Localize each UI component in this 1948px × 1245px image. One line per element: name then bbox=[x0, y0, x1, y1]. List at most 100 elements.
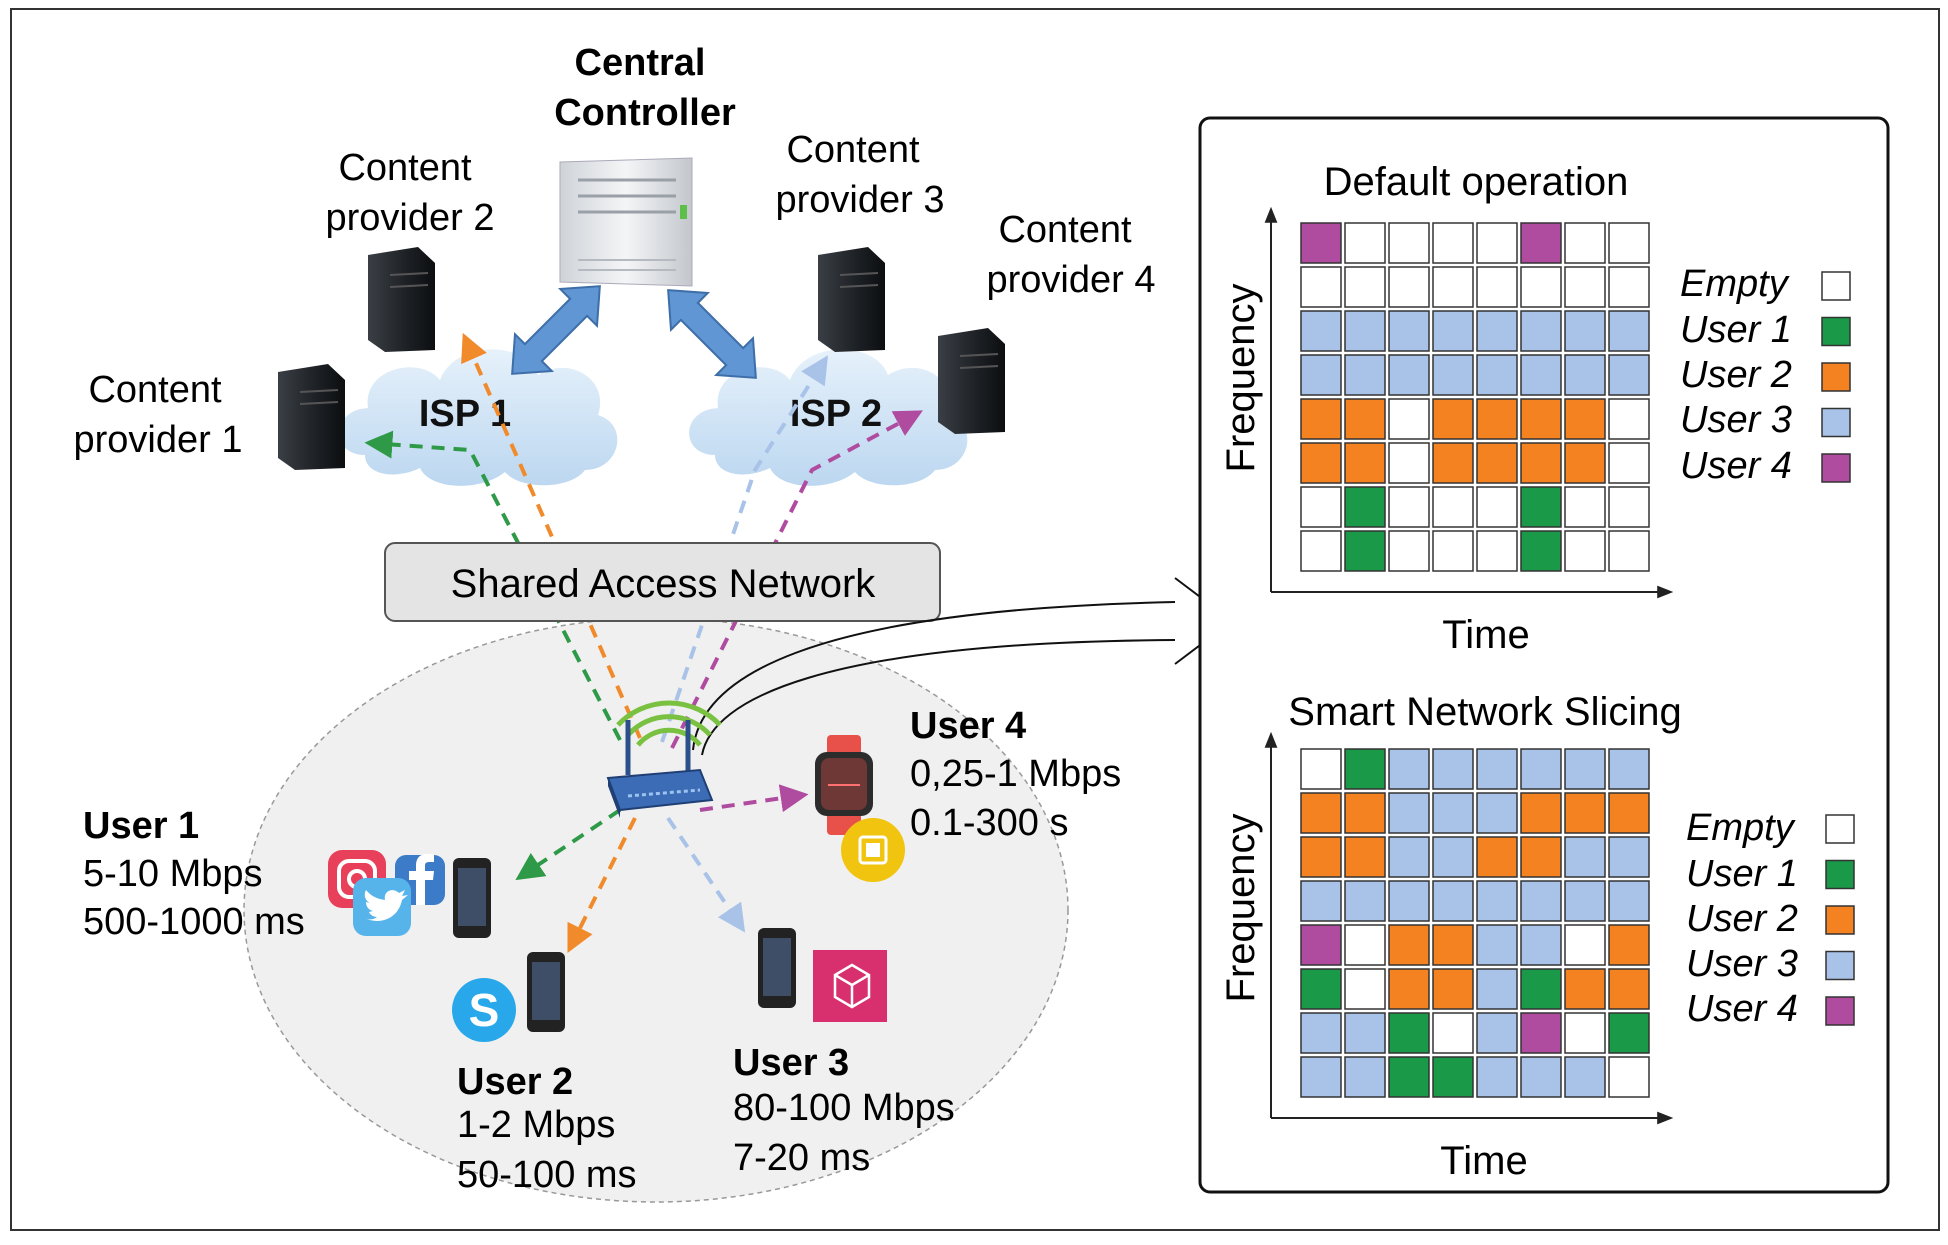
slot-user3 bbox=[1388, 836, 1430, 878]
panel1-legend-user1-label: User 1 bbox=[1680, 309, 1792, 351]
slot-empty bbox=[1432, 1012, 1474, 1054]
slot-user2 bbox=[1564, 968, 1606, 1010]
slot-user3 bbox=[1300, 310, 1342, 352]
user1-rate: 5-10 Mbps bbox=[83, 853, 263, 895]
controller-title-line1: Central bbox=[575, 42, 706, 84]
user1-name: User 1 bbox=[83, 805, 199, 847]
slot-user3 bbox=[1388, 310, 1430, 352]
slot-user3 bbox=[1520, 354, 1562, 396]
slot-empty bbox=[1344, 266, 1386, 308]
slot-empty bbox=[1608, 398, 1650, 440]
user4-rate: 0,25-1 Mbps bbox=[910, 753, 1121, 795]
user3-rate: 80-100 Mbps bbox=[733, 1087, 955, 1129]
slot-empty bbox=[1476, 266, 1518, 308]
user3-smartphone-icon bbox=[758, 928, 796, 1008]
slot-user1 bbox=[1520, 486, 1562, 528]
panel1-title: Default operation bbox=[1324, 160, 1629, 204]
slot-user4 bbox=[1520, 1012, 1562, 1054]
slot-user3 bbox=[1300, 1012, 1342, 1054]
slot-user2 bbox=[1300, 398, 1342, 440]
slot-user3 bbox=[1476, 354, 1518, 396]
legend-swatch-user1 bbox=[1821, 316, 1851, 347]
router-to-panel-arrow-inner bbox=[701, 639, 1176, 756]
content-provider-2-line2: provider 2 bbox=[326, 197, 495, 239]
slot-user2 bbox=[1432, 968, 1474, 1010]
slot-user4 bbox=[1520, 222, 1562, 264]
slot-empty bbox=[1432, 530, 1474, 572]
legend-swatch-user2 bbox=[1821, 362, 1851, 392]
slot-user2 bbox=[1344, 398, 1386, 440]
central-controller-server-icon bbox=[559, 157, 693, 287]
user1-latency: 500-1000 ms bbox=[83, 901, 305, 943]
slot-user3 bbox=[1520, 748, 1562, 790]
outer-frame bbox=[10, 8, 1940, 1231]
slot-user3 bbox=[1388, 880, 1430, 922]
user4-latency: 0.1-300 s bbox=[910, 802, 1068, 844]
slot-user3 bbox=[1476, 1056, 1518, 1098]
slot-user2 bbox=[1388, 924, 1430, 966]
slot-user3 bbox=[1520, 880, 1562, 922]
slot-user3 bbox=[1564, 880, 1606, 922]
slot-user3 bbox=[1520, 1056, 1562, 1098]
user2-rate: 1-2 Mbps bbox=[457, 1104, 615, 1146]
slot-user3 bbox=[1476, 880, 1518, 922]
user1-smartphone-icon bbox=[453, 858, 491, 938]
slot-empty bbox=[1608, 530, 1650, 572]
slot-user2 bbox=[1608, 924, 1650, 966]
slot-empty bbox=[1564, 266, 1606, 308]
isp1-cloud-icon bbox=[339, 349, 618, 486]
slot-user3 bbox=[1432, 836, 1474, 878]
panel2-legend-user1-label: User 1 bbox=[1686, 853, 1798, 895]
shared-access-network-label: Shared Access Network bbox=[451, 562, 877, 606]
panel2-grid bbox=[1300, 748, 1650, 1098]
slot-user2 bbox=[1432, 398, 1474, 440]
slot-user2 bbox=[1564, 792, 1606, 834]
slot-empty bbox=[1344, 924, 1386, 966]
slot-user3 bbox=[1564, 1056, 1606, 1098]
slot-empty bbox=[1608, 222, 1650, 264]
slot-user2 bbox=[1520, 836, 1562, 878]
slot-user2 bbox=[1520, 792, 1562, 834]
content-provider-2-line1: Content bbox=[338, 147, 472, 189]
slot-empty bbox=[1388, 486, 1430, 528]
legend-swatch-user2 bbox=[1825, 905, 1855, 935]
slot-empty bbox=[1476, 530, 1518, 572]
panel2-legend-user2-label: User 2 bbox=[1686, 898, 1798, 940]
panel1-legend-user2-label: User 2 bbox=[1680, 354, 1792, 396]
slot-empty bbox=[1300, 748, 1342, 790]
panel1-legend-user3-label: User 3 bbox=[1680, 399, 1792, 441]
slot-empty bbox=[1300, 486, 1342, 528]
user2-downlink-arrow bbox=[567, 817, 637, 954]
slot-user2 bbox=[1564, 442, 1606, 484]
user4-name: User 4 bbox=[910, 705, 1026, 747]
user3-downlink-arrow bbox=[666, 816, 746, 933]
content-provider-3-line2: provider 3 bbox=[776, 179, 945, 221]
content-provider-1-line2: provider 1 bbox=[74, 419, 243, 461]
slot-user3 bbox=[1344, 880, 1386, 922]
slot-user3 bbox=[1300, 880, 1342, 922]
panel1-ylabel: Frequency bbox=[1219, 284, 1263, 473]
slot-user3 bbox=[1432, 792, 1474, 834]
slot-empty bbox=[1344, 968, 1386, 1010]
legend-swatch-user3 bbox=[1821, 407, 1851, 438]
panel1-legend: Empty User 1 User 2 User 3 User 4 bbox=[1680, 263, 1851, 487]
slot-user3 bbox=[1388, 748, 1430, 790]
user1-downlink-arrow bbox=[515, 808, 622, 881]
slot-user3 bbox=[1388, 354, 1430, 396]
panel1-xlabel: Time bbox=[1442, 613, 1529, 657]
slot-user4 bbox=[1300, 924, 1342, 966]
legend-swatch-user1 bbox=[1825, 859, 1855, 890]
slot-user3 bbox=[1564, 310, 1606, 352]
slot-user3 bbox=[1520, 924, 1562, 966]
content-provider-1-line1: Content bbox=[88, 369, 222, 411]
slot-user2 bbox=[1520, 442, 1562, 484]
vr-cube-icon bbox=[813, 950, 887, 1022]
slot-user1 bbox=[1608, 1012, 1650, 1054]
slot-user1 bbox=[1432, 1056, 1474, 1098]
slot-user3 bbox=[1476, 924, 1518, 966]
panel2-legend-user3-label: User 3 bbox=[1686, 943, 1798, 985]
panel2-legend-user4-label: User 4 bbox=[1686, 988, 1798, 1030]
slot-empty bbox=[1300, 530, 1342, 572]
